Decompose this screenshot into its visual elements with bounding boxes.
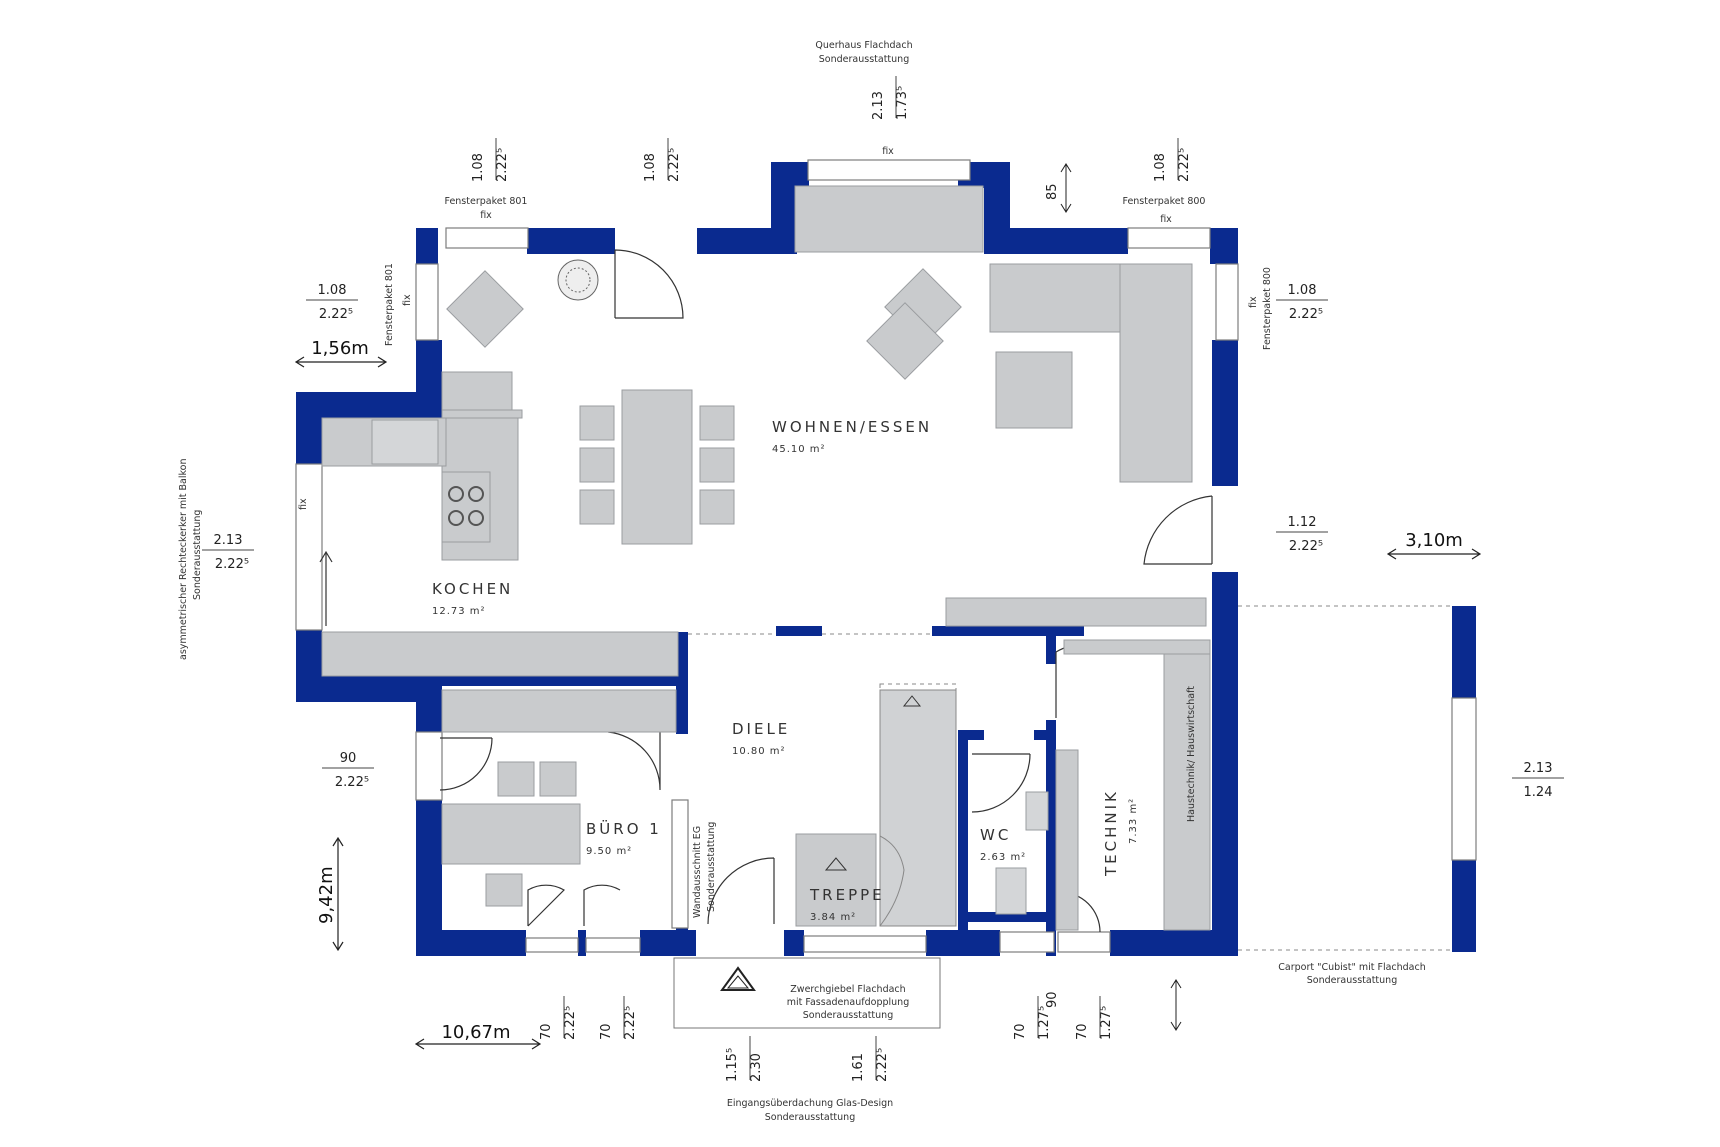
svg-text:1.15⁵: 1.15⁵	[725, 1048, 740, 1082]
area-treppe: 3.84 m²	[810, 912, 856, 923]
svg-text:Fensterpaket 800: Fensterpaket 800	[1262, 267, 1273, 350]
svg-text:1.24: 1.24	[1524, 785, 1553, 800]
annotations: Querhaus Flachdach Sonderausstattung fix…	[178, 40, 1426, 1123]
svg-text:2.22⁵: 2.22⁵	[495, 148, 510, 182]
svg-text:Zwerchgiebel Flachdach: Zwerchgiebel Flachdach	[790, 984, 905, 995]
svg-text:70: 70	[1075, 1023, 1090, 1040]
svg-text:fix: fix	[402, 294, 413, 306]
svg-text:Sonderausstattung: Sonderausstattung	[803, 1010, 893, 1021]
svg-text:9,42m: 9,42m	[316, 866, 337, 924]
svg-text:2.13: 2.13	[214, 533, 243, 548]
svg-text:2.22⁵: 2.22⁵	[1289, 539, 1323, 554]
svg-text:2.13: 2.13	[871, 91, 886, 120]
svg-text:2.30: 2.30	[749, 1053, 764, 1082]
svg-text:2.22⁵: 2.22⁵	[319, 307, 353, 322]
stove-icon	[441, 471, 491, 543]
svg-text:fix: fix	[1160, 214, 1172, 225]
svg-text:1.08: 1.08	[643, 153, 658, 182]
svg-text:2.22⁵: 2.22⁵	[215, 557, 249, 572]
svg-text:Fensterpaket 800: Fensterpaket 800	[1123, 196, 1206, 207]
area-wohnen: 45.10 m²	[772, 444, 826, 455]
svg-text:1,56m: 1,56m	[311, 338, 369, 359]
room-buero: BÜRO 1	[586, 819, 662, 838]
svg-text:Fensterpaket 801: Fensterpaket 801	[445, 196, 528, 207]
svg-text:1.61: 1.61	[851, 1053, 866, 1082]
svg-text:10,67m: 10,67m	[441, 1022, 510, 1043]
svg-text:Sonderausstattung: Sonderausstattung	[706, 822, 717, 912]
svg-text:70: 70	[1013, 1023, 1028, 1040]
svg-text:2.22⁵: 2.22⁵	[1289, 307, 1323, 322]
svg-text:2.22⁵: 2.22⁵	[667, 148, 682, 182]
svg-text:1.08: 1.08	[318, 283, 347, 298]
svg-text:Sonderausstattung: Sonderausstattung	[192, 510, 203, 600]
room-labels: WOHNEN/ESSEN 45.10 m² KOCHEN 12.73 m² DI…	[432, 418, 1139, 923]
svg-text:1.12: 1.12	[1288, 515, 1317, 530]
svg-text:70: 70	[539, 1023, 554, 1040]
svg-text:3,10m: 3,10m	[1405, 530, 1463, 551]
plant-icon	[557, 259, 599, 301]
svg-text:Eingangsüberdachung Glas-Desig: Eingangsüberdachung Glas-Design	[727, 1098, 893, 1109]
room-kochen: KOCHEN	[432, 580, 513, 598]
svg-text:asymmetrischer Rechteckerker m: asymmetrischer Rechteckerker mit Balkon	[178, 459, 189, 661]
svg-text:1.27⁵: 1.27⁵	[1037, 1006, 1052, 1040]
area-wc: 2.63 m²	[980, 852, 1026, 863]
svg-text:1.08: 1.08	[1288, 283, 1317, 298]
area-diele: 10.80 m²	[732, 746, 786, 757]
svg-text:Sonderausstattung: Sonderausstattung	[819, 54, 909, 65]
area-kochen: 12.73 m²	[432, 606, 486, 617]
svg-text:1.73⁵: 1.73⁵	[895, 86, 910, 120]
svg-text:2.22⁵: 2.22⁵	[623, 1006, 638, 1040]
svg-text:Haustechnik/ Hauswirtschaft: Haustechnik/ Hauswirtschaft	[1186, 686, 1197, 822]
svg-text:fix: fix	[480, 210, 492, 221]
room-treppe: TREPPE	[809, 886, 885, 904]
svg-text:Fensterpaket 801: Fensterpaket 801	[384, 263, 395, 346]
svg-text:2.13: 2.13	[1524, 761, 1553, 776]
svg-text:2.22⁵: 2.22⁵	[563, 1006, 578, 1040]
svg-text:2.22⁵: 2.22⁵	[335, 775, 369, 790]
svg-text:Querhaus Flachdach: Querhaus Flachdach	[815, 40, 912, 51]
svg-text:85: 85	[1045, 183, 1060, 200]
area-technik: 7.33 m²	[1128, 798, 1139, 844]
dimensions: 2.13 1.73⁵ 1.08 2.22⁵ 1.08 2.22⁵ 1.08 2.…	[202, 76, 1564, 1082]
area-buero: 9.50 m²	[586, 846, 632, 857]
room-diele: DIELE	[732, 720, 790, 738]
svg-text:1.08: 1.08	[471, 153, 486, 182]
svg-text:Sonderausstattung: Sonderausstattung	[765, 1112, 855, 1123]
svg-text:Wandausschnitt EG: Wandausschnitt EG	[692, 826, 703, 918]
furniture	[319, 185, 1452, 1029]
svg-text:1.08: 1.08	[1153, 153, 1168, 182]
svg-text:fix: fix	[882, 146, 894, 157]
svg-text:2.22⁵: 2.22⁵	[1177, 148, 1192, 182]
svg-text:fix: fix	[298, 498, 309, 510]
svg-text:90: 90	[340, 751, 357, 766]
svg-text:mit Fassadenaufdopplung: mit Fassadenaufdopplung	[787, 997, 909, 1008]
room-wohnen: WOHNEN/ESSEN	[772, 418, 932, 436]
room-technik: TECHNIK	[1102, 789, 1120, 877]
walls	[296, 162, 1476, 956]
svg-text:Sonderausstattung: Sonderausstattung	[1307, 975, 1397, 986]
svg-text:Carport "Cubist" mit Flachdach: Carport "Cubist" mit Flachdach	[1278, 962, 1426, 973]
svg-text:70: 70	[599, 1023, 614, 1040]
sink-icon	[371, 419, 439, 465]
svg-text:1.27⁵: 1.27⁵	[1099, 1006, 1114, 1040]
svg-text:fix: fix	[1248, 296, 1259, 308]
svg-text:90: 90	[1045, 991, 1060, 1008]
svg-text:2.22⁵: 2.22⁵	[875, 1048, 890, 1082]
arrow-icon	[720, 966, 756, 991]
windows	[295, 159, 1477, 953]
room-wc: WC	[980, 826, 1011, 844]
